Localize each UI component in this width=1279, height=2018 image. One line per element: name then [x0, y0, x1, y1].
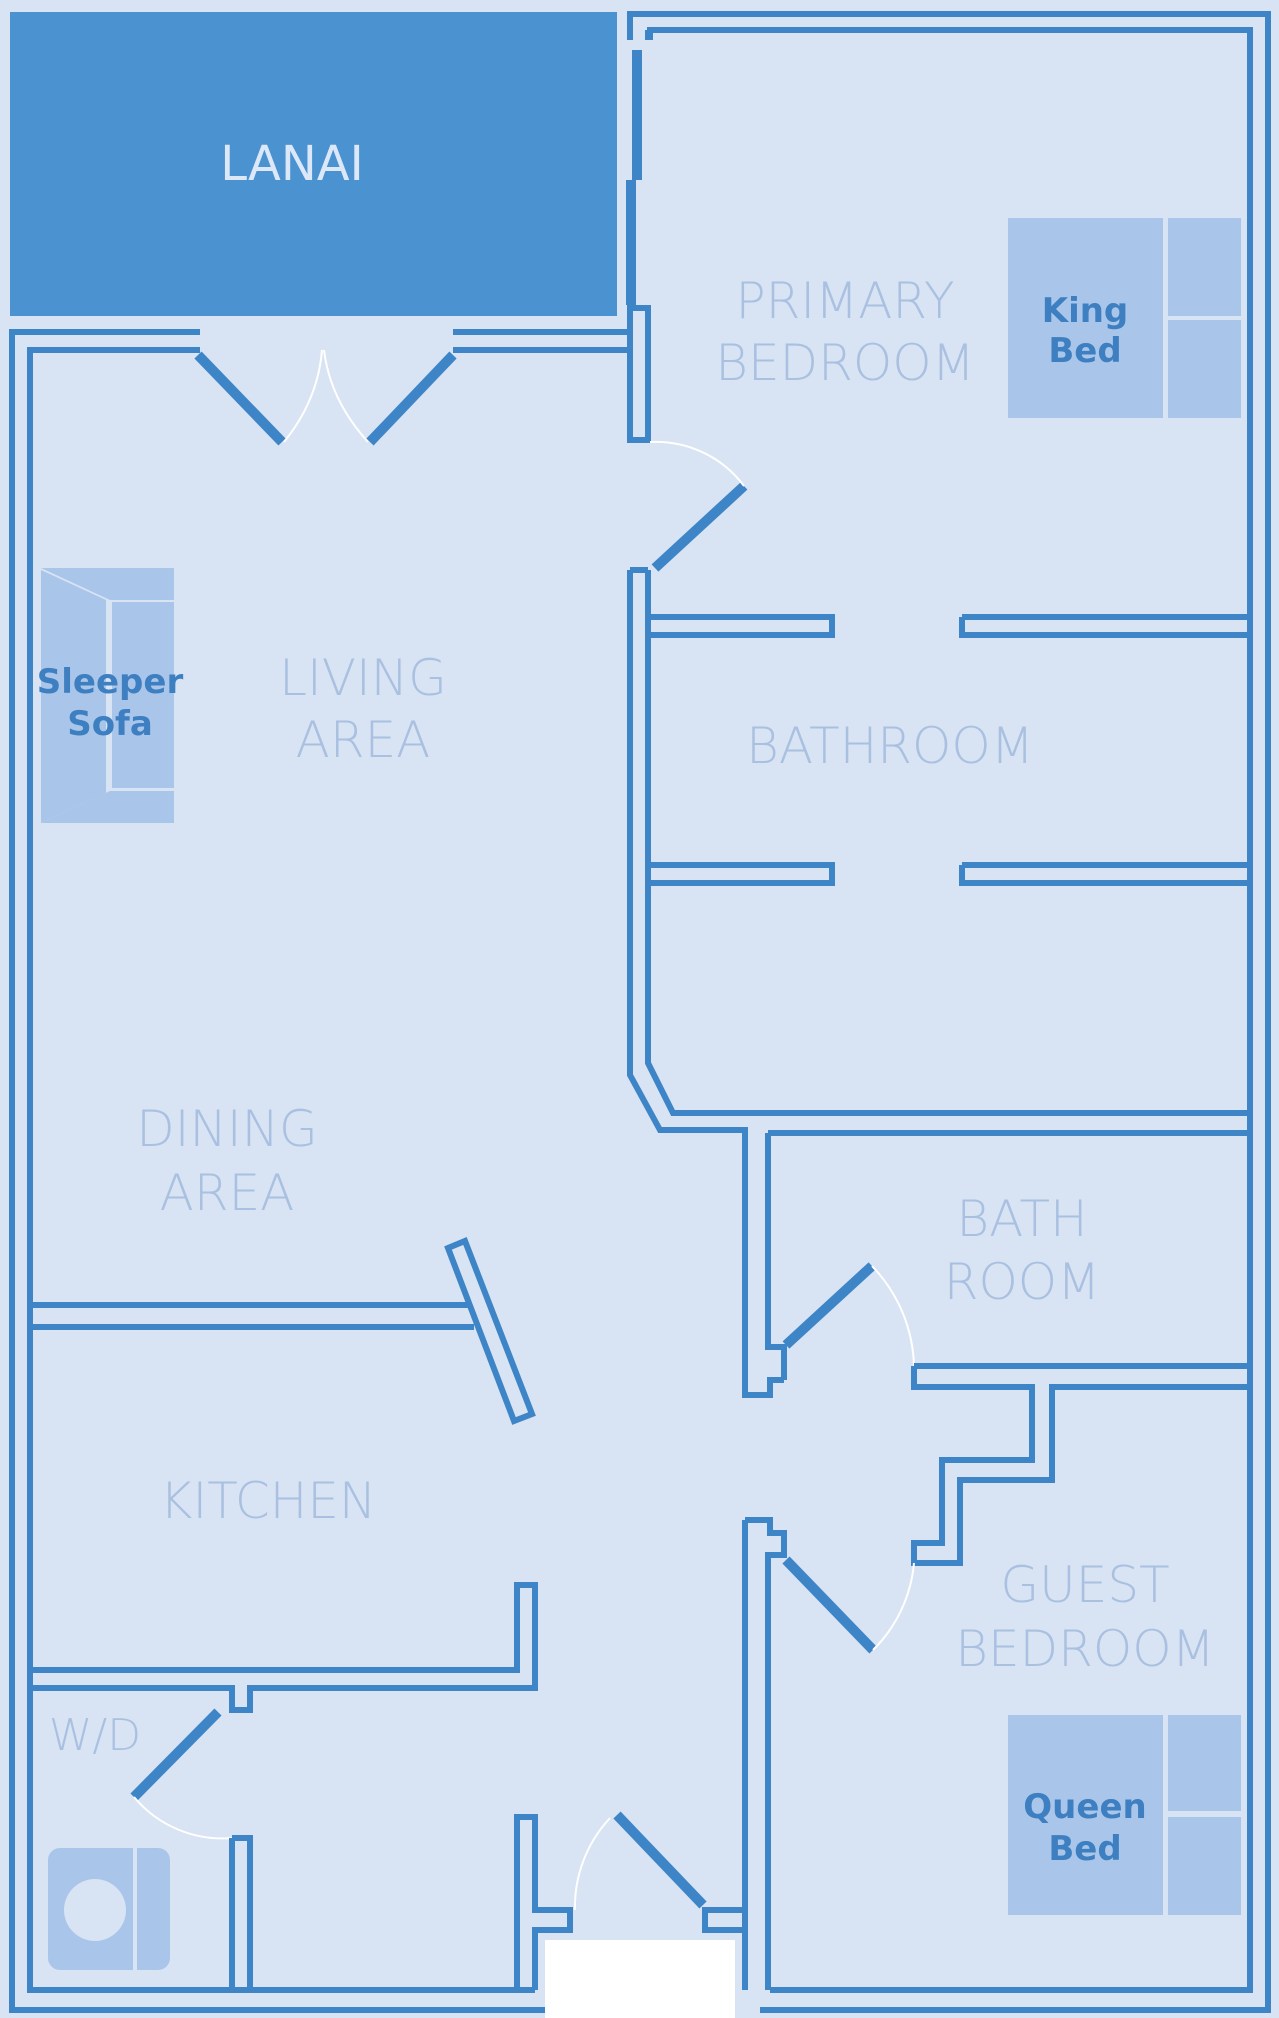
door-swing-arc — [323, 349, 369, 443]
primary-bedroom-door — [651, 482, 748, 572]
bathroom-walls — [645, 614, 1250, 886]
guest-bedroom-label-line2: BEDROOM — [955, 1620, 1214, 1678]
bathroom-label: BATHROOM — [746, 717, 1034, 775]
entry-door — [613, 1811, 707, 1909]
dining-area-label-line1: DINING — [136, 1100, 318, 1158]
living-area-label-line2: AREA — [296, 711, 431, 769]
door-swing-arc — [649, 440, 745, 487]
dining-area-label-line2: AREA — [160, 1164, 295, 1222]
living-area-label-line1: LIVING — [279, 649, 447, 707]
primary-bedroom-label-line2: BEDROOM — [715, 334, 974, 392]
sleeper-sofa-label-line1: Sleeper — [37, 662, 184, 702]
king-bed-label-line1: King — [1042, 291, 1129, 331]
lanai-room: LANAI — [10, 12, 617, 316]
entry-opening — [545, 1940, 735, 2018]
bath-room-door — [782, 1262, 876, 1349]
sleeper-sofa-label-line2: Sofa — [67, 704, 153, 744]
bath-room-label-line1: BATH — [956, 1190, 1087, 1248]
primary-bedroom-label-line1: PRIMARY — [735, 272, 954, 330]
sleeper-sofa: Sleeper Sofa — [37, 568, 184, 823]
door-swing-arc — [573, 1817, 611, 1911]
left-wing-walls — [30, 349, 748, 2018]
queen-bed: Queen Bed — [1008, 1715, 1241, 1915]
kitchen-label: KITCHEN — [160, 1472, 377, 1530]
guest-bedroom-label-line1: GUEST — [1000, 1556, 1169, 1614]
guest-bedroom-door — [782, 1556, 877, 1654]
guest-wing-walls — [742, 1130, 1250, 1990]
lanai-label: LANAI — [220, 136, 364, 192]
door-swing-arc — [133, 1796, 233, 1840]
lanai-door-left — [194, 351, 286, 446]
king-bed-label-line2: Bed — [1048, 331, 1121, 371]
washer-dryer-icon — [48, 1848, 170, 1970]
wd-door — [130, 1708, 222, 1801]
bath-room-label-line2: ROOM — [944, 1253, 1101, 1311]
king-bed: King Bed — [1008, 218, 1241, 418]
lanai-door-right — [366, 351, 457, 446]
door-swing-arc — [283, 349, 323, 443]
queen-bed-label-line2: Bed — [1048, 1829, 1121, 1869]
outer-walls — [9, 11, 1271, 2013]
queen-bed-label-line1: Queen — [1023, 1787, 1146, 1827]
wd-label: W/D — [49, 1710, 141, 1761]
door-swing-arc — [872, 1562, 915, 1651]
door-swing-arc — [871, 1265, 915, 1367]
